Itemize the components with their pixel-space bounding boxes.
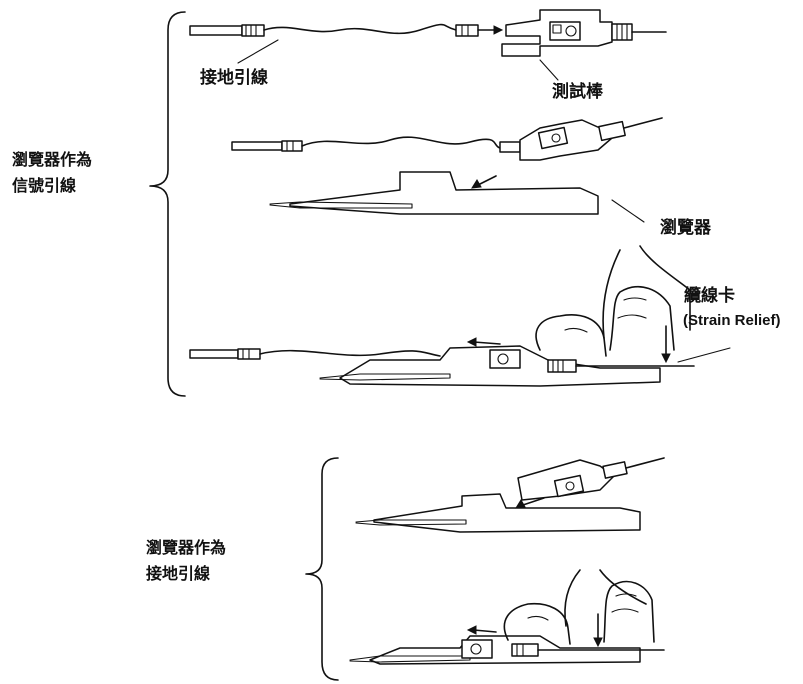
upper-group-bracket — [149, 11, 186, 397]
ground-lead-pointer — [237, 39, 279, 64]
signal-group-label-line2: 信號引線 — [12, 176, 77, 195]
row2-probe — [519, 117, 663, 161]
row5-hand — [503, 569, 655, 645]
row3-slide-arrow — [466, 337, 501, 347]
strain-relief-pointer — [677, 347, 731, 363]
row2-browser-body — [269, 171, 599, 215]
ground-group-label-line1: 瀏覽器作為 — [146, 538, 227, 557]
browser-label: 瀏覽器 — [660, 218, 711, 238]
row4-browser-body — [355, 493, 641, 533]
ground-lead-label: 接地引線 — [200, 68, 268, 88]
row5-slide-arrow — [466, 625, 497, 635]
row1-probe — [501, 9, 667, 57]
strain-relief-label-zh: 纜線卡 — [684, 286, 735, 306]
probe-pointer — [539, 59, 559, 81]
strain-relief-label-en: (Strain Relief) — [683, 312, 781, 329]
lower-group-bracket — [305, 457, 339, 681]
row1-ground-lead — [189, 23, 504, 37]
row5-press-arrow — [593, 613, 603, 648]
row2-ground-lead — [231, 136, 521, 153]
row5-browser-assembly — [349, 635, 665, 665]
row4-probe — [517, 457, 665, 501]
browser-pointer — [611, 199, 645, 223]
row2-insert-arrow — [471, 175, 497, 189]
row3-ground-lead — [189, 348, 441, 360]
signal-group-label-line1: 瀏覽器作為 — [12, 150, 93, 169]
row3-browser-assembly — [319, 345, 695, 387]
row4-insert-arrow — [515, 497, 545, 509]
row3-press-arrow — [661, 325, 671, 364]
ground-group-label-line2: 接地引線 — [146, 564, 211, 583]
probe-label: 測試棒 — [552, 82, 603, 102]
row3-hand — [535, 245, 691, 357]
